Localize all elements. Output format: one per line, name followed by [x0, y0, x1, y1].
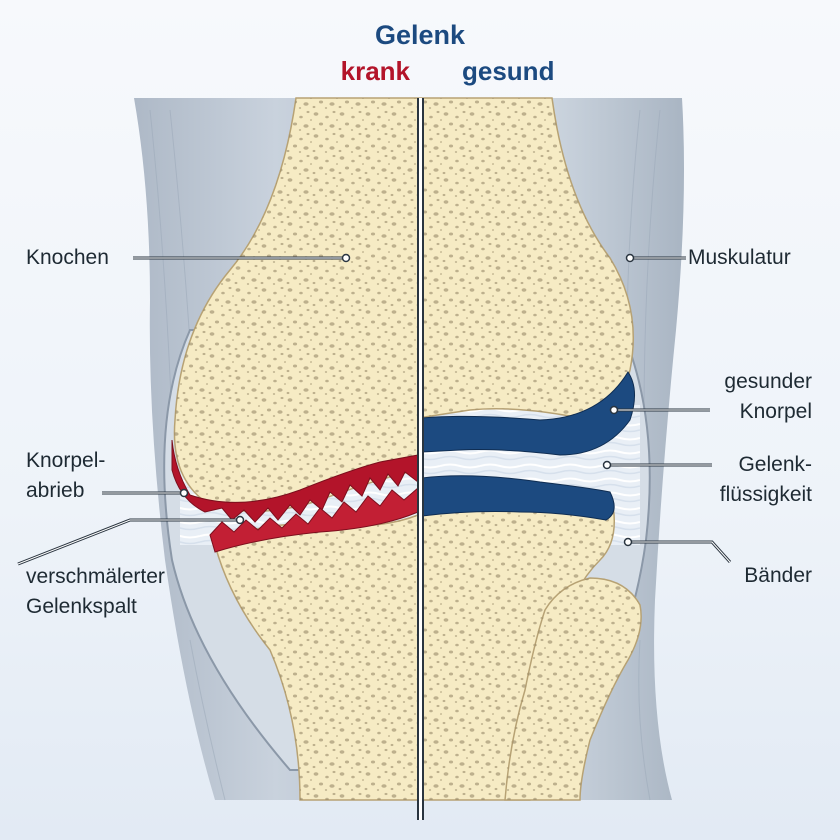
label-wear-line1: Knorpel-: [26, 449, 106, 472]
title-joint: Gelenk: [374, 20, 466, 50]
femur-bone: [173, 97, 635, 513]
healthy-cartilage: [421, 371, 635, 521]
label-bone: Knochen: [26, 246, 109, 269]
label-healthy-cartilage-line1: gesunder: [724, 370, 812, 393]
divider-line: [418, 98, 423, 820]
leader-lines: [17, 256, 732, 566]
label-narrow-line2: Gelenkspalt: [26, 595, 137, 618]
label-ligaments: Bänder: [744, 564, 812, 587]
label-narrow-line1: verschmälerter: [26, 565, 165, 588]
label-muscle: Muskulatur: [688, 246, 791, 269]
label-fluid-line1: Gelenk-: [738, 453, 812, 476]
tibia-bone: [214, 494, 615, 801]
label-fluid-line2: flüssigkeit: [719, 483, 812, 506]
leader-dots: [179, 253, 635, 547]
fibula-bone: [504, 577, 642, 801]
label-healthy-cartilage-line2: Knorpel: [739, 400, 812, 423]
label-wear-line2: abrieb: [26, 479, 85, 502]
title-healthy: gesund: [462, 56, 555, 86]
title-sick: krank: [340, 56, 410, 86]
worn-cartilage: [171, 439, 419, 553]
